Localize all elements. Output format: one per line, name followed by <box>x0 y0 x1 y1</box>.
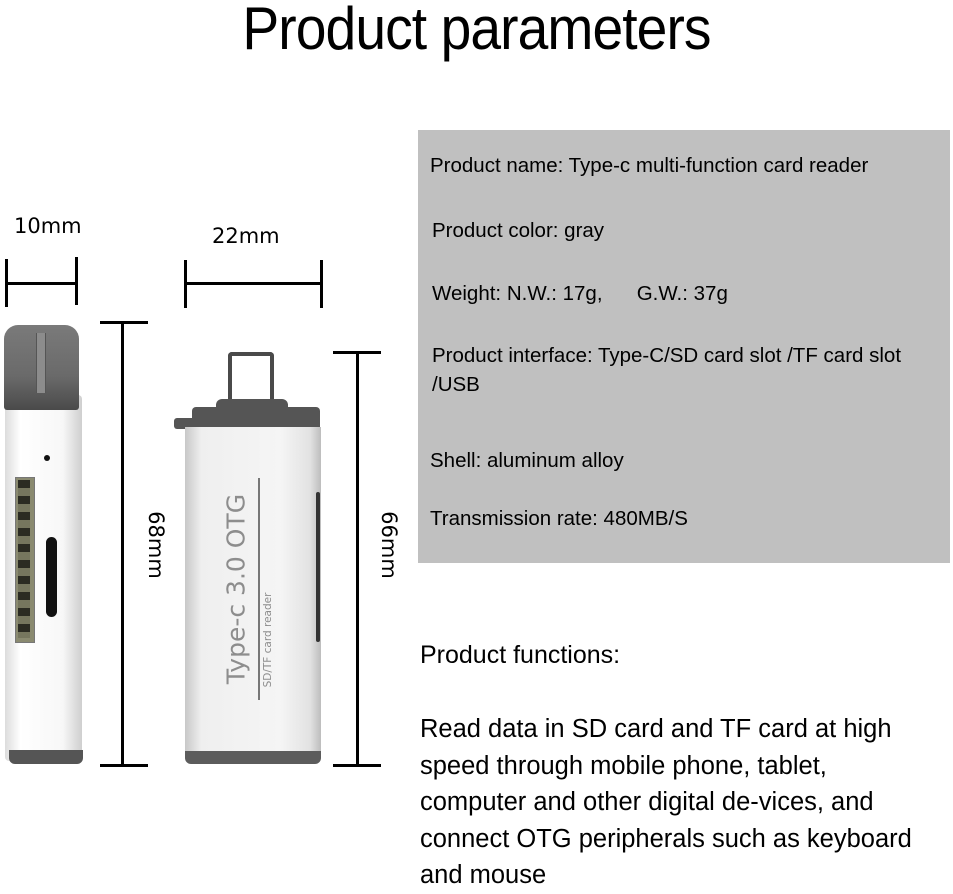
page-title: Product parameters <box>242 0 711 62</box>
front-width-label: 22mm <box>212 224 280 248</box>
spec-box: Product name: Type-c multi-function card… <box>418 130 950 563</box>
device-front-side-slot <box>316 492 320 642</box>
side-width-tick-left <box>5 259 8 307</box>
side-width-bar <box>6 282 77 285</box>
device-front-head <box>192 407 320 429</box>
side-width-tick-right <box>75 257 78 305</box>
device-brand-text: Type-c 3.0 OTG <box>221 493 251 685</box>
led-indicator-icon <box>44 455 50 461</box>
front-width-tick-right <box>320 260 323 308</box>
front-width-tick-left <box>184 260 187 308</box>
sd-card-slot-icon <box>15 477 35 643</box>
front-width-bar <box>185 282 322 285</box>
device-side-foot <box>9 750 83 764</box>
side-height-tick-top <box>100 321 148 324</box>
front-height-label: 66mm <box>376 511 401 579</box>
side-height-bar <box>121 321 124 765</box>
spec-product-name: Product name: Type-c multi-function card… <box>430 154 869 177</box>
front-height-tick-bottom <box>333 764 381 767</box>
spec-interface: Product interface: Type-C/SD card slot /… <box>432 344 902 396</box>
side-height-label: 68mm <box>143 511 168 579</box>
device-front-rule <box>258 478 260 700</box>
device-front-body <box>185 427 321 753</box>
side-width-label: 10mm <box>14 214 82 238</box>
tf-card-slot-icon <box>46 537 57 617</box>
spec-transmission-rate: Transmission rate: 480MB/S <box>430 507 688 530</box>
spec-weight: Weight: N.W.: 17g, G.W.: 37g <box>432 282 728 305</box>
device-side-cap-connector <box>36 333 46 393</box>
device-front-tab <box>174 418 196 429</box>
front-height-bar <box>356 351 359 765</box>
spec-shell: Shell: aluminum alloy <box>430 449 624 472</box>
side-height-tick-bottom <box>100 764 148 767</box>
functions-body: Read data in SD card and TF card at high… <box>420 715 912 889</box>
device-subtitle-text: SD/TF card reader <box>262 592 274 688</box>
usb-c-plug-icon <box>228 352 274 404</box>
spec-product-color: Product color: gray <box>432 219 605 242</box>
device-front-foot <box>185 751 321 764</box>
functions-title: Product functions: <box>420 641 621 669</box>
